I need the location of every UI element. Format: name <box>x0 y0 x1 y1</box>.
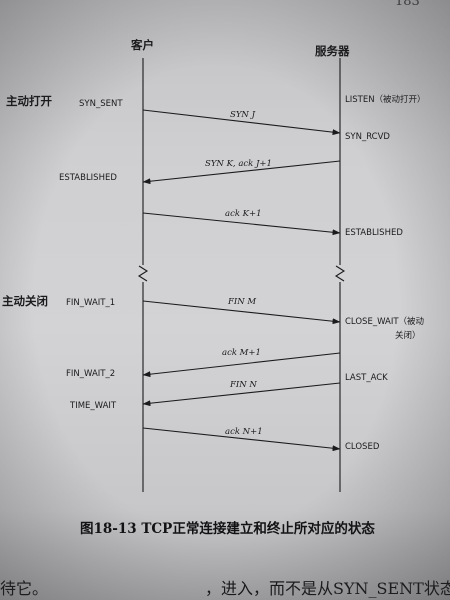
state-client-established: ESTABLISHED <box>59 173 117 183</box>
segment-label-ack-m: ack M+1 <box>222 348 261 358</box>
segment-fin-n <box>142 382 341 407</box>
state-closed: CLOSED <box>345 442 380 452</box>
client-timeline <box>137 58 149 492</box>
server-timeline <box>334 58 346 492</box>
state-close-wait-cont: 关闭） <box>395 331 421 341</box>
segment-label-fin-m: FIN M <box>228 297 257 307</box>
state-listen: LISTEN（被动打开） <box>345 95 426 105</box>
segment-ack-m <box>142 352 341 378</box>
segment-label-syn-k-ack: SYN K, ack J+1 <box>205 159 272 169</box>
active-close-label: 主动关闭 <box>2 294 48 308</box>
state-time-wait: TIME_WAIT <box>70 401 117 411</box>
page-number: 183 <box>395 0 420 9</box>
segment-syn-k-ack <box>142 160 341 185</box>
segment-label-fin-n: FIN N <box>230 380 257 390</box>
segment-ack-k <box>142 212 341 236</box>
active-open-label: 主动打开 <box>6 94 52 108</box>
segment-label-ack-k: ack K+1 <box>225 209 262 219</box>
segment-syn-j <box>142 109 341 136</box>
figure-caption: 图18-13 TCP正常连接建立和终止所对应的状态 <box>80 521 375 537</box>
segment-label-ack-n: ack N+1 <box>225 427 263 437</box>
client-title: 客户 <box>131 38 154 52</box>
segment-fin-m <box>142 300 341 325</box>
segment-ack-n <box>142 427 341 452</box>
segment-label-syn-j: SYN J <box>230 110 255 120</box>
state-close-wait: CLOSE_WAIT（被动 <box>345 317 425 327</box>
body-text-left: 待它。 <box>0 579 49 598</box>
state-syn-rcvd: SYN_RCVD <box>345 132 390 142</box>
state-fin-wait-1: FIN_WAIT_1 <box>66 298 116 308</box>
body-text-right: ，进入，而不是从SYN_SENT状态 <box>205 579 450 598</box>
state-fin-wait-2: FIN_WAIT_2 <box>66 369 116 379</box>
state-last-ack: LAST_ACK <box>345 373 388 383</box>
state-server-established: ESTABLISHED <box>345 228 403 238</box>
state-syn-sent: SYN_SENT <box>79 99 123 109</box>
server-title: 服务器 <box>315 44 350 58</box>
